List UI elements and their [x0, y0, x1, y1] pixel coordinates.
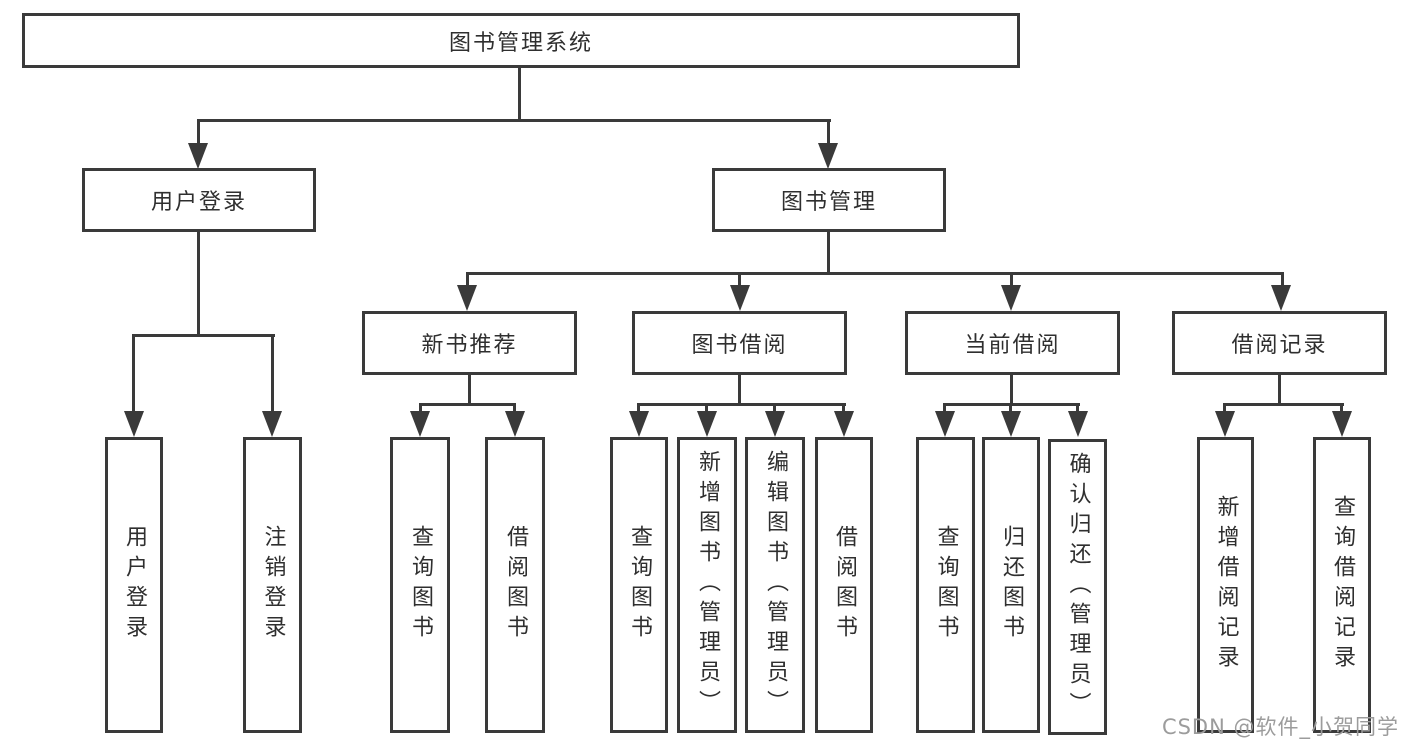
connector-line	[842, 403, 845, 414]
connector-line	[738, 272, 741, 288]
leaf-query-books-recommend: 查询图书	[390, 437, 450, 733]
connector-line	[518, 68, 521, 121]
connector-line	[705, 403, 708, 414]
connector-line	[637, 403, 640, 414]
connector-line	[271, 334, 274, 413]
connector-line	[773, 403, 776, 414]
node-book-management: 图书管理	[712, 168, 946, 232]
arrowhead-icon	[188, 143, 208, 169]
connector-line	[197, 119, 200, 146]
node-current-borrow: 当前借阅	[905, 311, 1120, 375]
connector-line	[637, 403, 846, 406]
arrowhead-icon	[1068, 411, 1088, 437]
arrowhead-icon	[629, 411, 649, 437]
connector-line	[419, 403, 516, 406]
connector-line	[1278, 375, 1281, 406]
leaf-confirm-return-admin: 确认归还（管理员）	[1048, 439, 1107, 735]
node-borrow-records: 借阅记录	[1172, 311, 1387, 375]
node-root: 图书管理系统	[22, 13, 1020, 68]
connector-line	[1340, 403, 1343, 414]
leaf-logout: 注销登录	[243, 437, 302, 733]
connector-line	[197, 119, 831, 122]
arrowhead-icon	[124, 411, 144, 437]
leaf-return-book: 归还图书	[982, 437, 1040, 733]
arrowhead-icon	[1332, 411, 1352, 437]
connector-line	[1223, 403, 1344, 406]
leaf-query-books-current: 查询图书	[916, 437, 975, 733]
arrowhead-icon	[505, 411, 525, 437]
leaf-user-login: 用户登录	[105, 437, 163, 733]
connector-line	[197, 232, 200, 337]
leaf-add-book-admin: 新增图书（管理员）	[677, 437, 737, 733]
leaf-query-borrow-record: 查询借阅记录	[1313, 437, 1371, 733]
arrowhead-icon	[730, 285, 750, 311]
connector-line	[132, 334, 135, 413]
leaf-edit-book-admin: 编辑图书（管理员）	[745, 437, 805, 733]
arrowhead-icon	[834, 411, 854, 437]
arrowhead-icon	[262, 411, 282, 437]
arrowhead-icon	[1001, 411, 1021, 437]
arrowhead-icon	[457, 285, 477, 311]
connector-line	[943, 403, 946, 414]
connector-line	[1010, 272, 1013, 288]
leaf-query-books-borrow: 查询图书	[610, 437, 668, 733]
connector-line	[1076, 403, 1079, 414]
leaf-borrow-books-recommend: 借阅图书	[485, 437, 545, 733]
arrowhead-icon	[1001, 285, 1021, 311]
arrowhead-icon	[697, 411, 717, 437]
connector-line	[466, 272, 469, 288]
connector-line	[827, 119, 830, 146]
connector-line	[1281, 272, 1284, 288]
connector-line	[738, 375, 741, 406]
connector-line	[1010, 375, 1013, 406]
leaf-borrow-books: 借阅图书	[815, 437, 873, 733]
arrowhead-icon	[1215, 411, 1235, 437]
connector-line	[1009, 403, 1012, 414]
connector-line	[827, 232, 830, 275]
arrowhead-icon	[410, 411, 430, 437]
arrowhead-icon	[765, 411, 785, 437]
connector-line	[419, 403, 422, 414]
arrowhead-icon	[1271, 285, 1291, 311]
connector-line	[513, 403, 516, 414]
node-new-book-recommend: 新书推荐	[362, 311, 577, 375]
connector-line	[132, 334, 275, 337]
node-user-login: 用户登录	[82, 168, 316, 232]
arrowhead-icon	[818, 143, 838, 169]
node-book-borrow: 图书借阅	[632, 311, 847, 375]
connector-line	[468, 375, 471, 406]
connector-line	[466, 272, 1284, 275]
connector-line	[1223, 403, 1226, 414]
arrowhead-icon	[935, 411, 955, 437]
leaf-add-borrow-record: 新增借阅记录	[1197, 437, 1254, 733]
csdn-watermark: CSDN @软件_小贺同学	[1161, 715, 1399, 739]
